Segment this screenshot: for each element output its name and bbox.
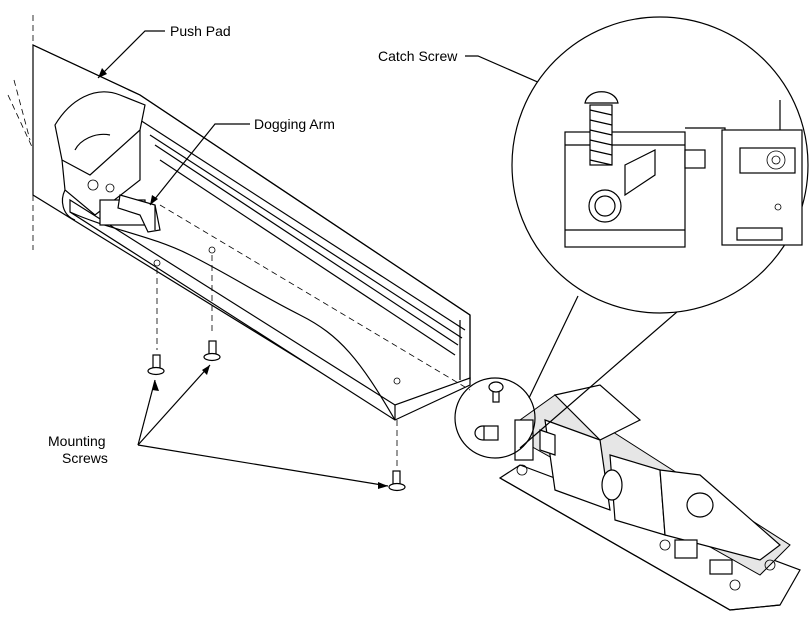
- dogging-arm-part: [117, 194, 161, 233]
- detail-small-circle: [454, 377, 536, 459]
- mounting-screw-1: [147, 354, 165, 376]
- detail-large-circle: [511, 16, 809, 314]
- mounting-dashed-lines: [156, 204, 471, 470]
- dogging-arm-label: Dogging Arm: [254, 116, 335, 132]
- push-pad-part: [54, 91, 146, 226]
- mounting-screw-3: [388, 470, 406, 492]
- mounting-screws-label-line2: Screws: [62, 450, 108, 466]
- mounting-screw-2: [203, 340, 221, 362]
- push-pad-label: Push Pad: [170, 23, 231, 39]
- catch-screw-label: Catch Screw: [378, 48, 458, 64]
- mounting-screws-label-line1: Mounting: [48, 433, 106, 449]
- catch-assembly: [498, 384, 801, 611]
